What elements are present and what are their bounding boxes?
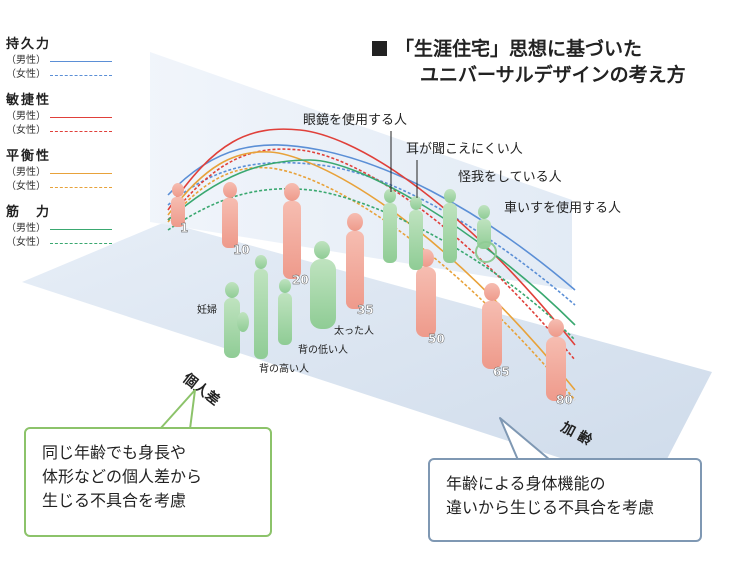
legend-strength: 筋 力 （男性） （女性） <box>6 204 116 260</box>
individual-figures <box>224 241 336 359</box>
label-wheelchair: 車いすを使用する人 <box>504 200 621 216</box>
curve-strength-female <box>167 187 576 341</box>
figure-wheelchair <box>475 205 497 263</box>
curve-endurance-female <box>167 161 576 306</box>
age-label-65: 65 <box>493 365 510 379</box>
figure-age-80 <box>546 319 566 401</box>
figure-age-10 <box>222 182 238 248</box>
condition-figures <box>383 189 497 270</box>
callout-aging: 年齢による身体機能の 違いから生じる不具合を考慮 <box>428 458 702 542</box>
age-label-35: 35 <box>357 303 374 317</box>
legend-endurance: 持久力 （男性） （女性） <box>6 36 116 92</box>
age-label-1: 1 <box>180 221 188 235</box>
figure-age-1 <box>171 183 185 227</box>
condition-leaders <box>390 131 418 198</box>
label-pregnant: 妊婦 <box>197 303 217 316</box>
label-injury: 怪我をしている人 <box>458 170 562 185</box>
figure-short <box>278 279 292 345</box>
label-short: 背の低い人 <box>298 343 348 356</box>
age-label-10: 10 <box>233 243 250 257</box>
figure-age-35 <box>346 213 364 309</box>
figure-age-65 <box>482 283 502 369</box>
callout-left-pointer <box>159 389 196 430</box>
curve-balance-male <box>167 151 576 391</box>
figure-pregnant <box>224 282 249 358</box>
figure-tall <box>254 255 268 359</box>
figure-injury <box>443 189 457 263</box>
label-fat: 太った人 <box>334 324 374 337</box>
figure-hearing <box>409 196 423 270</box>
curve-endurance-male <box>167 144 576 291</box>
figure-fat <box>310 241 336 329</box>
diagram-title: 「生涯住宅」思想に基づいた ユニバーサルデザインの考え方 <box>372 36 686 88</box>
callout-individual: 同じ年齢でも身長や 体形などの個人差から 生じる不具合を考慮 <box>24 427 272 537</box>
floor-plane <box>22 222 712 488</box>
age-label-50: 50 <box>428 332 445 346</box>
curve-balance-female <box>167 166 576 401</box>
legend: 持久力 （男性） （女性） 敏捷性 （男性） （女性） 平衡性 （男性） （女性… <box>6 36 116 260</box>
label-hearing: 耳が聞こえにくい人 <box>406 142 523 157</box>
label-glasses: 眼鏡を使用する人 <box>303 112 407 128</box>
age-label-80: 80 <box>556 393 573 407</box>
label-tall: 背の高い人 <box>259 362 309 375</box>
figure-age-20 <box>283 183 301 279</box>
legend-balance: 平衡性 （男性） （女性） <box>6 148 116 204</box>
curve-agility-female <box>167 148 576 361</box>
age-label-20: 20 <box>292 273 309 287</box>
figure-glasses <box>383 189 397 263</box>
title-square-icon <box>372 41 387 56</box>
legend-agility: 敏捷性 （男性） （女性） <box>6 92 116 148</box>
